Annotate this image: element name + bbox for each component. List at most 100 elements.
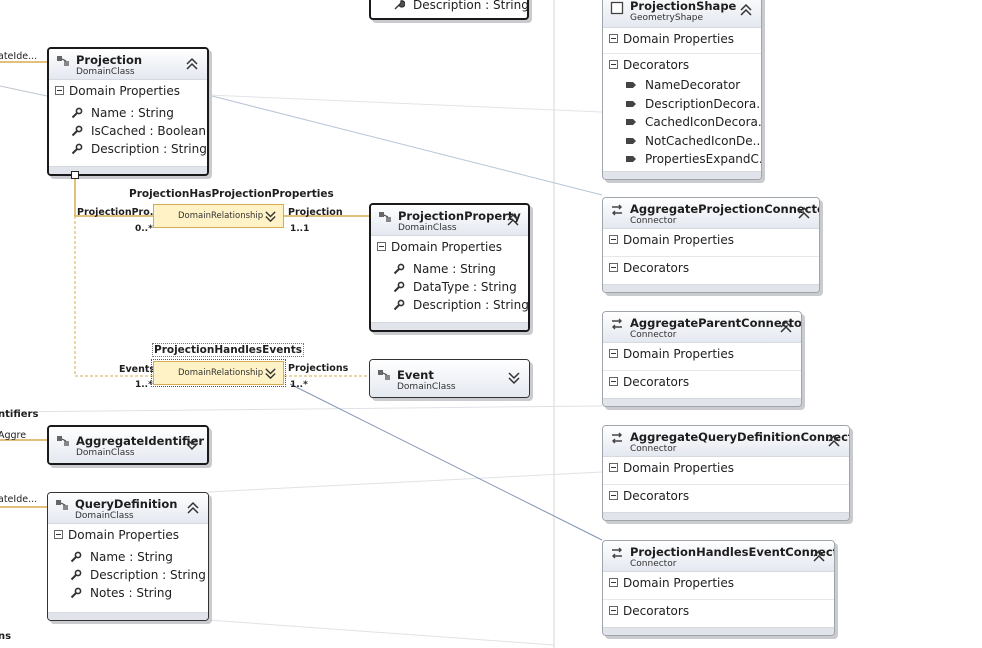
property-label: DataType : String (413, 280, 517, 294)
expand-chevron-icon[interactable] (185, 437, 199, 451)
projection-class[interactable]: Projection DomainClass Domain Properties… (47, 47, 209, 176)
collapse-chevron-icon[interactable] (506, 213, 520, 227)
section-decorators[interactable]: Decorators (603, 485, 849, 509)
property-row[interactable]: Description : String (371, 296, 528, 314)
tag-icon (626, 82, 636, 88)
decorator-row[interactable]: DescriptionDecora... (603, 95, 761, 114)
section-label: Decorators (623, 604, 690, 618)
section-decorators[interactable]: Decorators (603, 371, 801, 395)
class-header[interactable]: QueryDefinition DomainClass (48, 493, 208, 524)
collapse-box-icon[interactable] (609, 377, 618, 386)
collapse-box-icon[interactable] (55, 86, 64, 95)
property-row[interactable]: Description : String (49, 140, 207, 158)
section-domain-properties[interactable]: Domain Properties (603, 457, 849, 485)
property-label: IsCached : Boolean (91, 124, 206, 138)
collapse-chevron-icon[interactable] (827, 434, 841, 448)
projection-shape-geometry[interactable]: ProjectionShape GeometryShape Domain Pro… (602, 0, 762, 180)
connector-stereotype: Connector (630, 330, 677, 340)
collapse-box-icon[interactable] (609, 235, 618, 244)
section-decorators[interactable]: Decorators (603, 600, 834, 624)
section-label: Decorators (623, 58, 690, 72)
tag-icon (626, 100, 636, 107)
class-header[interactable]: ProjectionProperty DomainClass (371, 205, 528, 236)
section-domain-properties[interactable]: Domain Properties (49, 80, 207, 104)
decorator-row[interactable]: PropertiesExpandC... (603, 150, 761, 169)
class-footer (49, 166, 207, 174)
decorator-row[interactable]: CachedIconDecora... (603, 113, 761, 132)
connector-header[interactable]: ProjectionHandlesEventConnector Connecto… (603, 541, 834, 572)
collapse-chevron-icon[interactable] (779, 320, 793, 334)
expand-chevron-icon[interactable] (507, 371, 521, 385)
property-label: Name : String (413, 262, 496, 276)
collapse-box-icon[interactable] (609, 606, 618, 615)
collapse-box-icon[interactable] (609, 463, 618, 472)
collapse-box-icon[interactable] (609, 578, 618, 587)
connector-header[interactable]: AggregateParentConnector Connector (603, 312, 801, 343)
domain-class-icon (379, 212, 391, 222)
query-definition-class[interactable]: QueryDefinition DomainClass Domain Prope… (47, 492, 209, 621)
collapse-box-icon[interactable] (609, 60, 618, 69)
class-header[interactable]: AggregateIdentifier DomainClass (49, 427, 207, 463)
property-row[interactable]: Name : String (371, 260, 528, 278)
section-label: Decorators (623, 375, 690, 389)
decorator-label: NameDecorator (645, 78, 741, 92)
expand-chevron-icon[interactable] (264, 210, 277, 223)
connector-projection-handles-event[interactable]: ProjectionHandlesEventConnector Connecto… (602, 540, 835, 636)
section-domain-properties[interactable]: Domain Properties (48, 524, 208, 548)
target-multiplicity: 1..1 (290, 224, 310, 234)
top-partial-class[interactable]: Description : String (369, 0, 529, 20)
event-class[interactable]: Event DomainClass (369, 359, 530, 398)
section-domain-properties[interactable]: Domain Properties (603, 343, 801, 371)
wrench-icon (393, 281, 405, 293)
section-decorators[interactable]: Decorators (603, 257, 819, 281)
section-decorators[interactable]: Decorators (603, 54, 761, 76)
collapse-chevron-icon[interactable] (812, 549, 826, 563)
left-edge-label-4: ateIde... (0, 494, 38, 505)
wrench-icon (71, 107, 83, 119)
projection-property-class[interactable]: ProjectionProperty DomainClass Domain Pr… (369, 203, 530, 332)
collapse-box-icon[interactable] (609, 491, 618, 500)
aggregate-identifier-class[interactable]: AggregateIdentifier DomainClass (47, 425, 209, 465)
class-stereotype: DomainClass (397, 382, 456, 392)
connector-aggregate-parent[interactable]: AggregateParentConnector Connector Domai… (602, 311, 802, 407)
property-row[interactable]: Description : String (371, 0, 527, 14)
geometry-shape-icon (610, 1, 624, 15)
collapse-box-icon[interactable] (609, 349, 618, 358)
connector-header[interactable]: AggregateProjectionConnector Connector (603, 198, 819, 229)
connector-aggregate-query-definition[interactable]: AggregateQueryDefinitionConnector Connec… (602, 425, 850, 521)
collapse-box-icon[interactable] (609, 263, 618, 272)
connector-arrows-icon (612, 432, 622, 444)
collapse-box-icon[interactable] (54, 530, 63, 539)
property-row[interactable]: DataType : String (371, 278, 528, 296)
property-row[interactable]: Name : String (49, 104, 207, 122)
property-row[interactable]: Name : String (48, 548, 208, 566)
connector-aggregate-projection[interactable]: AggregateProjectionConnector Connector D… (602, 197, 820, 293)
connection-handle[interactable] (71, 171, 79, 179)
collapse-chevron-icon[interactable] (185, 57, 199, 71)
class-header[interactable]: Projection DomainClass (49, 49, 207, 80)
relationship-kind: DomainRelationship (178, 211, 264, 221)
section-domain-properties[interactable]: Domain Properties (603, 229, 819, 257)
relationship-projection-has-properties[interactable]: DomainRelationship (153, 204, 284, 228)
collapse-chevron-icon[interactable] (797, 206, 811, 220)
collapse-chevron-icon[interactable] (186, 501, 200, 515)
collapse-chevron-icon[interactable] (739, 3, 753, 17)
connector-header[interactable]: AggregateQueryDefinitionConnector Connec… (603, 426, 849, 457)
property-row[interactable]: IsCached : Boolean (49, 122, 207, 140)
section-domain-properties[interactable]: Domain Properties (603, 28, 761, 54)
relationship-projection-handles-events[interactable]: DomainRelationship (151, 359, 286, 387)
section-domain-properties[interactable]: Domain Properties (603, 572, 834, 600)
property-row[interactable]: Description : String (48, 566, 208, 584)
collapse-box-icon[interactable] (609, 34, 618, 43)
expand-chevron-icon[interactable] (264, 367, 277, 380)
decorator-row[interactable]: NameDecorator (603, 76, 761, 95)
shape-header[interactable]: ProjectionShape GeometryShape (603, 0, 761, 28)
class-header[interactable]: Event DomainClass (370, 360, 529, 397)
section-label: Domain Properties (623, 32, 735, 46)
property-row[interactable]: Notes : String (48, 584, 208, 602)
decorator-label: NotCachedIconDe... (645, 133, 762, 148)
section-domain-properties[interactable]: Domain Properties (371, 236, 528, 260)
decorator-row[interactable]: NotCachedIconDe... (603, 132, 761, 151)
collapse-box-icon[interactable] (377, 242, 386, 251)
wrench-icon (393, 299, 405, 311)
